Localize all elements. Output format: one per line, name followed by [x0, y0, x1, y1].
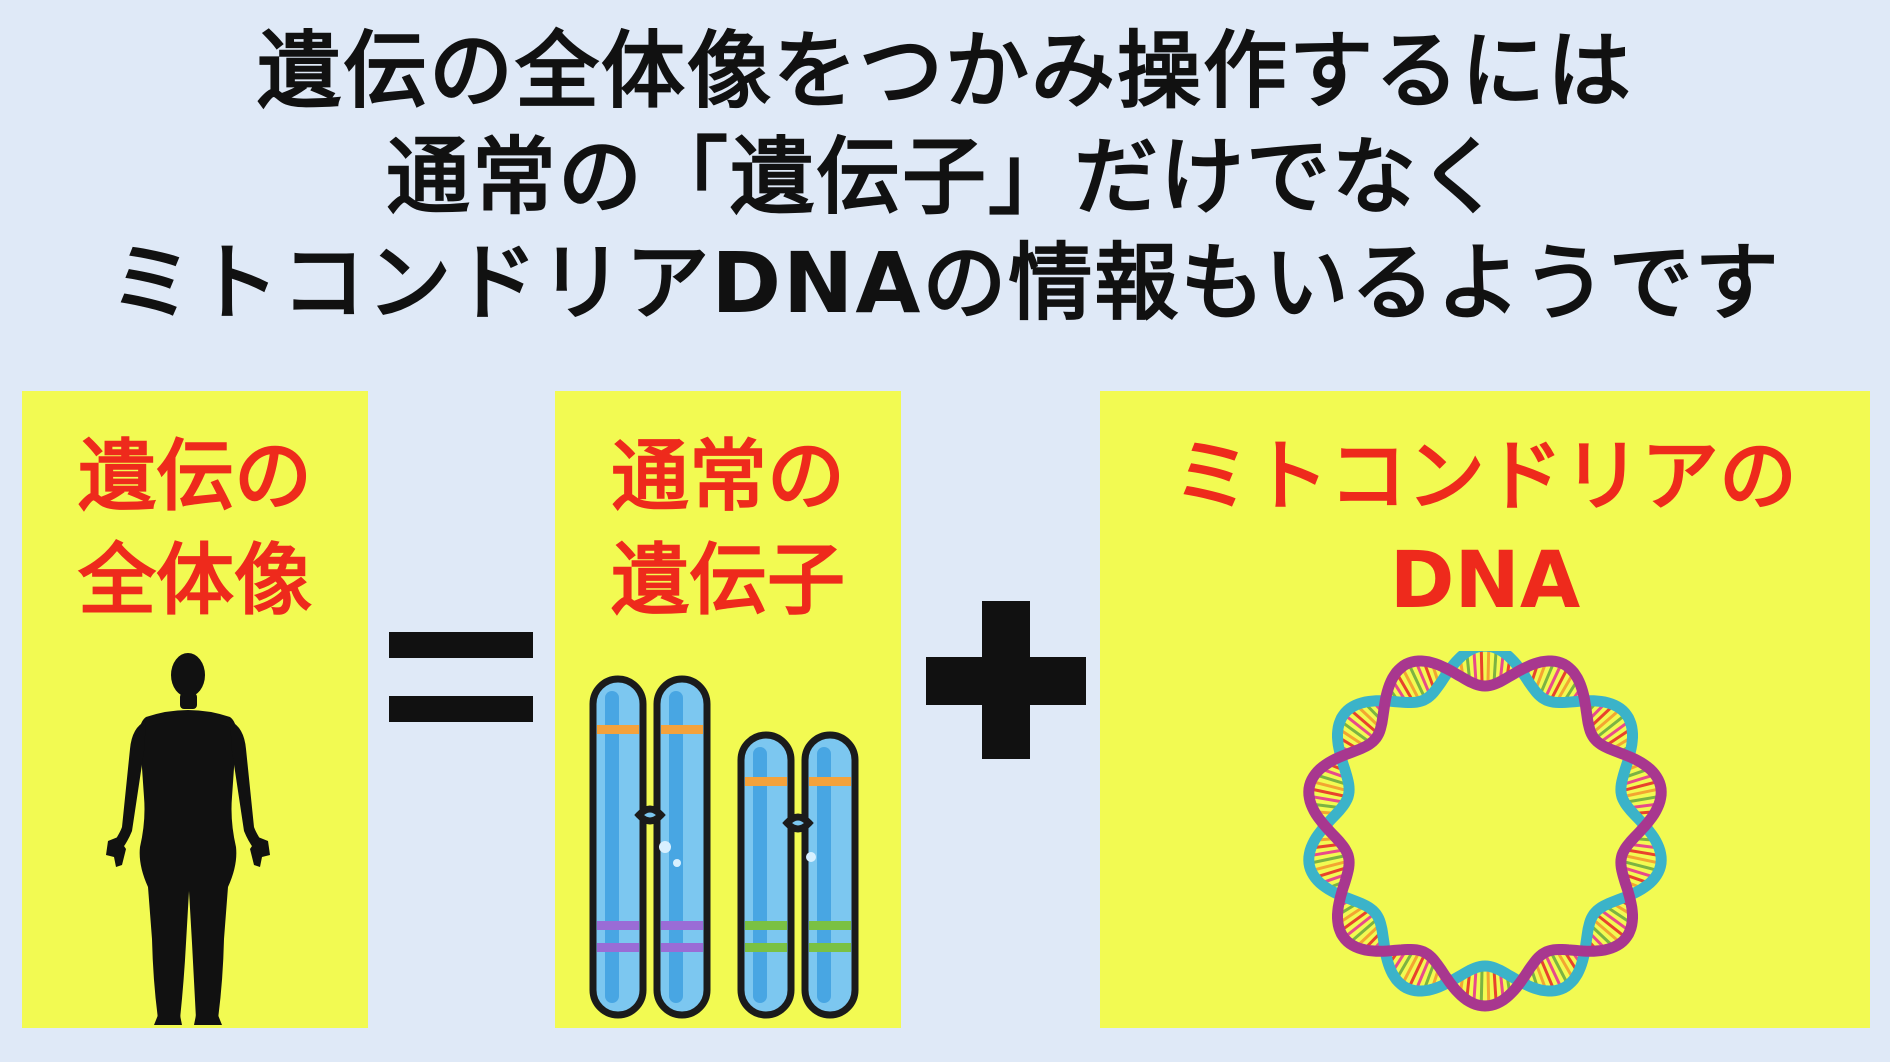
dna-base-pair	[1548, 666, 1570, 703]
dna-base-pair	[1590, 916, 1622, 945]
dna-base-pair	[1400, 949, 1422, 986]
dna-base-pair	[1348, 707, 1380, 736]
panel-mito-title: ミトコンドリアの DNA	[1100, 425, 1870, 633]
chromosome-icon	[589, 675, 859, 1019]
dna-base-pair	[1486, 651, 1491, 686]
panel-whole-heredity: 遺伝の 全体像	[22, 391, 368, 1028]
dna-base-pair	[1624, 794, 1662, 804]
dna-base-pair	[1339, 907, 1372, 933]
dna-base-pair	[1479, 966, 1484, 1006]
dna-base-pair	[1400, 666, 1422, 703]
dna-base-pair	[1479, 651, 1484, 686]
dna-base-pair	[1348, 916, 1380, 945]
headline-line-1: 遺伝の全体像をつかみ操作するには	[256, 22, 1633, 120]
dna-base-pair	[1342, 713, 1377, 741]
panel-whole-title: 遺伝の 全体像	[22, 425, 368, 633]
dna-base-pair	[1590, 707, 1622, 736]
dna-base-pair	[1310, 859, 1350, 873]
dna-base-pair	[1407, 952, 1427, 990]
dna-base-pair	[1621, 787, 1662, 799]
dna-base-pair	[1598, 719, 1631, 745]
dna-base-pair	[1308, 848, 1346, 858]
dna-base-pair	[1593, 911, 1628, 939]
panel-mitochondrial-dna: ミトコンドリアの DNA	[1100, 391, 1870, 1028]
dna-base-pair	[1342, 911, 1377, 939]
dna-base-pair	[1543, 952, 1563, 990]
dna-base-pair	[1308, 787, 1349, 799]
dna-base-pair	[1543, 662, 1563, 700]
headline: 遺伝の全体像をつかみ操作するには 通常の「遺伝子」だけでなく ミトコンドリアDN…	[0, 18, 1890, 336]
dna-base-pair	[1593, 713, 1628, 741]
dna-base-pair	[1624, 848, 1662, 858]
headline-line-3: ミトコンドリアDNAの情報もいるようです	[109, 234, 1781, 332]
dna-base-pair	[1621, 853, 1662, 865]
dna-base-pair	[1414, 955, 1432, 992]
dna-base-pair	[1414, 660, 1432, 697]
panel-genes-title-line-2: 遺伝子	[610, 536, 845, 626]
panel-genes-title: 通常の 遺伝子	[555, 425, 901, 633]
panel-mito-title-line-1: ミトコンドリアの	[1172, 432, 1797, 522]
circular-dna-icon	[1303, 651, 1667, 1012]
dna-base-pair	[1620, 779, 1660, 793]
dna-base-pair	[1538, 955, 1556, 992]
panel-ordinary-genes: 通常の 遺伝子	[555, 391, 901, 1028]
panel-mito-title-line-2: DNA	[1389, 536, 1581, 626]
panel-whole-title-line-2: 全体像	[77, 536, 312, 626]
dna-base-pair	[1598, 907, 1631, 933]
dna-base-pair	[1548, 949, 1570, 986]
plus-sign-icon	[926, 601, 1086, 759]
dna-base-pair	[1407, 662, 1427, 700]
dna-base-pair	[1308, 853, 1349, 865]
equals-sign-icon	[389, 632, 533, 722]
panel-genes-title-line-1: 通常の	[610, 432, 845, 522]
dna-base-pair	[1486, 966, 1491, 1006]
dna-base-pair	[1339, 719, 1372, 745]
dna-base-pair	[1620, 859, 1660, 873]
panel-whole-title-line-1: 遺伝の	[77, 432, 312, 522]
dna-base-pair	[1310, 779, 1350, 793]
headline-line-2: 通常の「遺伝子」だけでなく	[385, 128, 1504, 226]
dna-base-pair	[1308, 794, 1346, 804]
human-silhouette-icon	[106, 653, 270, 1025]
dna-base-pair	[1538, 660, 1556, 697]
